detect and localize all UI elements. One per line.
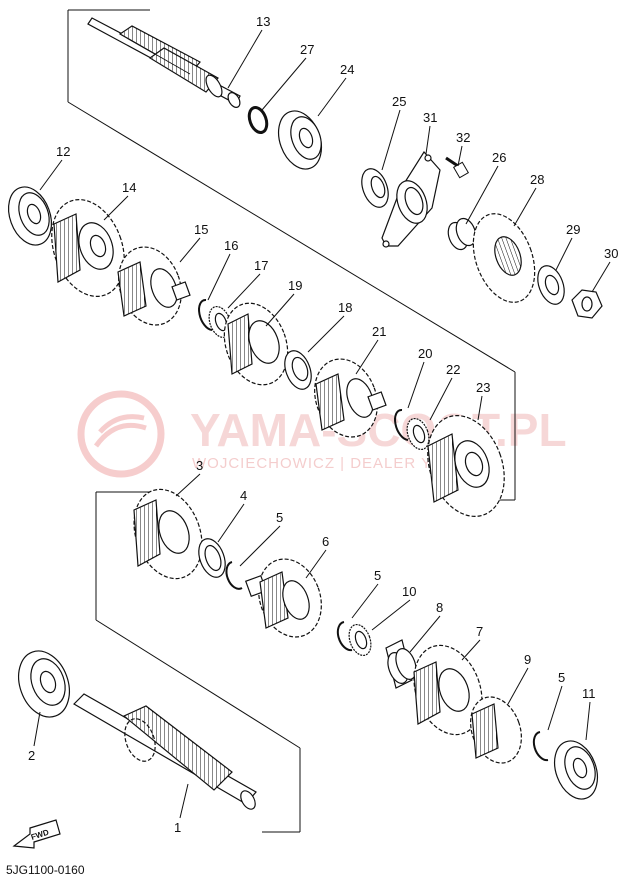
label-20: 20 (418, 346, 432, 361)
gear-9 (470, 696, 522, 764)
label-25: 25 (392, 94, 406, 109)
watermark-title: YAMA-SCOOT.PL (190, 404, 567, 456)
label-17: 17 (254, 258, 268, 273)
label-1: 1 (174, 820, 181, 835)
gear-19 (223, 302, 289, 386)
label-5-second: 5 (374, 568, 381, 583)
label-24: 24 (340, 62, 354, 77)
o-ring (247, 105, 269, 135)
label-2: 2 (28, 748, 35, 763)
collar-bushing (385, 639, 417, 689)
bearing-12 (7, 186, 53, 246)
label-9: 9 (524, 652, 531, 667)
gear-21 (314, 358, 387, 438)
label-16: 16 (224, 238, 238, 253)
label-4: 4 (240, 488, 247, 503)
lock-washer (537, 265, 565, 305)
label-31: 31 (423, 110, 437, 125)
circlip-5c (532, 731, 549, 762)
label-30: 30 (604, 246, 618, 261)
gear-3 (133, 488, 203, 580)
bolt (445, 156, 470, 179)
leader-lines (33, 29, 611, 819)
label-21: 21 (372, 324, 386, 339)
label-26: 26 (492, 150, 506, 165)
oil-seal (361, 168, 389, 208)
label-5-third: 5 (558, 670, 565, 685)
label-19: 19 (288, 278, 302, 293)
label-5-first: 5 (276, 510, 283, 525)
circlip-20 (394, 409, 409, 441)
part-labels: 13 27 24 25 31 32 26 28 29 30 12 14 15 1… (28, 14, 618, 835)
washer-18 (284, 350, 312, 390)
label-23: 23 (476, 380, 490, 395)
main-axle (87, 17, 241, 108)
main-axle-frame (67, 9, 516, 501)
drive-sprocket (472, 213, 536, 303)
gear-14 (51, 198, 125, 298)
label-7: 7 (476, 624, 483, 639)
label-18: 18 (338, 300, 352, 315)
washer-10 (348, 623, 372, 657)
label-22: 22 (446, 362, 460, 377)
washer-4 (198, 538, 226, 578)
gear-6 (244, 558, 322, 638)
label-14: 14 (122, 180, 136, 195)
collar (447, 217, 477, 251)
watermark-logo-icon (77, 390, 165, 478)
bearing-11 (553, 740, 599, 800)
label-10: 10 (402, 584, 416, 599)
drawing-code: 5JG1100-0160 (6, 863, 85, 877)
watermark: YAMA-SCOOT.PL WOJCIECHOWICZ | DEALER YAM… (77, 390, 567, 478)
label-12: 12 (56, 144, 70, 159)
circlip-5a (225, 561, 243, 590)
gear-15 (117, 246, 191, 326)
gear-23 (427, 415, 505, 517)
label-28: 28 (530, 172, 544, 187)
label-29: 29 (566, 222, 580, 237)
watermark-subtitle: WOJCIECHOWICZ | DEALER YAMAHA (192, 455, 489, 472)
label-27: 27 (300, 42, 314, 57)
drive-axle (73, 693, 257, 810)
washer-22 (406, 417, 430, 451)
bearing-2 (18, 650, 70, 718)
label-3: 3 (196, 458, 203, 473)
gear-7 (413, 644, 483, 736)
label-11: 11 (582, 686, 596, 701)
label-15: 15 (194, 222, 208, 237)
bearing-24 (277, 110, 323, 170)
circlip-5b (336, 621, 353, 652)
label-6: 6 (322, 534, 329, 549)
circlip-16 (198, 299, 213, 331)
nut (571, 289, 603, 319)
label-13: 13 (256, 14, 270, 29)
label-32: 32 (456, 130, 470, 145)
retainer-plate (381, 151, 441, 248)
label-8: 8 (436, 600, 443, 615)
fwd-arrow-icon: FWD (12, 819, 61, 849)
